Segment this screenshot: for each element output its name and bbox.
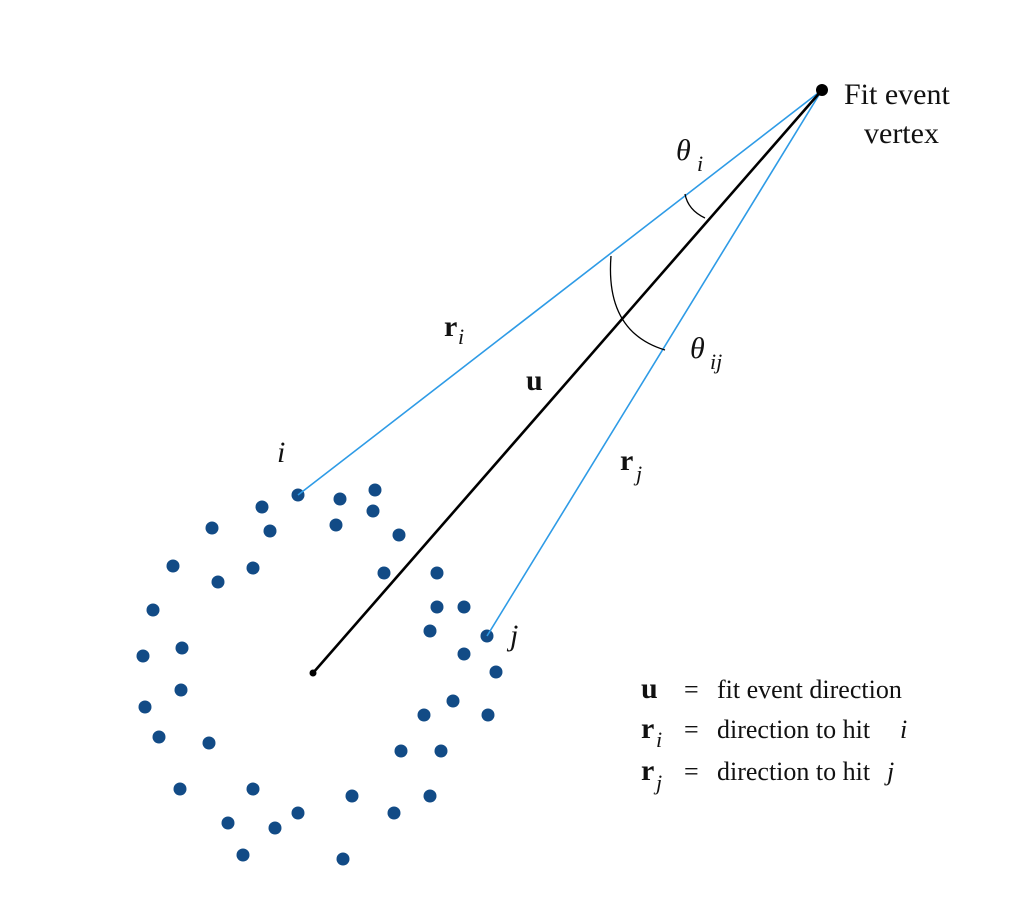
hit-dot bbox=[152, 730, 166, 744]
ray-j-symbol: r bbox=[620, 444, 633, 477]
hit-dot bbox=[246, 561, 260, 575]
hit-dot bbox=[221, 816, 235, 830]
hit-dot bbox=[489, 665, 503, 679]
angle-i-symbol: θ bbox=[676, 134, 691, 167]
legend-ri-var: i bbox=[900, 715, 907, 744]
hit-dot bbox=[211, 575, 225, 589]
ray-i-symbol: r bbox=[444, 310, 457, 343]
hit-j-label: j bbox=[506, 619, 518, 652]
vertex-label-line2: vertex bbox=[864, 117, 939, 150]
legend-u-symbol: u bbox=[641, 672, 658, 705]
angle-ij-arc bbox=[609, 255, 666, 351]
hit-dot bbox=[394, 744, 408, 758]
legend-rj-symbol: r bbox=[641, 754, 654, 787]
ray-j-line bbox=[486, 89, 823, 637]
hit-dot bbox=[175, 641, 189, 655]
ray-j-subscript: j bbox=[633, 461, 642, 486]
legend-rj-eq: = bbox=[684, 757, 699, 786]
hit-dot bbox=[423, 789, 437, 803]
hit-dot bbox=[173, 782, 187, 796]
hit-dot bbox=[392, 528, 406, 542]
hit-dot bbox=[146, 603, 160, 617]
legend-u-text: fit event direction bbox=[717, 675, 902, 704]
hit-dot bbox=[255, 500, 269, 514]
hit-dot bbox=[202, 736, 216, 750]
vertex-label-line1: Fit event bbox=[844, 78, 950, 111]
hit-dot bbox=[166, 559, 180, 573]
hit-dot bbox=[423, 624, 437, 638]
direction-u-label: u bbox=[526, 364, 543, 397]
hit-dot bbox=[430, 600, 444, 614]
hit-dot bbox=[136, 649, 150, 663]
hit-dot bbox=[345, 789, 359, 803]
angle-i-arc bbox=[684, 193, 706, 219]
hit-dot bbox=[434, 744, 448, 758]
hit-dot bbox=[329, 518, 343, 532]
hit-dot bbox=[246, 782, 260, 796]
ring-center-point bbox=[309, 669, 317, 677]
legend-ri-eq: = bbox=[684, 715, 699, 744]
legend-ri-symbol: r bbox=[641, 712, 654, 745]
ray-i-subscript: i bbox=[458, 324, 464, 349]
hit-dot bbox=[366, 504, 380, 518]
hit-dot bbox=[174, 683, 188, 697]
legend-rj-subscript: j bbox=[653, 770, 662, 795]
hit-dot bbox=[481, 708, 495, 722]
legend-rj-text: direction to hit bbox=[717, 757, 871, 786]
hit-i-label: i bbox=[277, 436, 285, 469]
hit-dot bbox=[368, 483, 382, 497]
hit-dot bbox=[236, 848, 250, 862]
angle-ij-symbol: θ bbox=[690, 332, 705, 365]
hit-dot bbox=[457, 600, 471, 614]
hit-dot bbox=[430, 566, 444, 580]
hit-dot bbox=[377, 566, 391, 580]
hit-dot bbox=[446, 694, 460, 708]
pmt-hit-ring bbox=[136, 483, 503, 866]
hit-dot bbox=[387, 806, 401, 820]
direction-u-line bbox=[312, 89, 823, 674]
legend-u-eq: = bbox=[684, 675, 699, 704]
legend: u = fit event direction r i = direction … bbox=[641, 672, 907, 795]
angle-i-subscript: i bbox=[697, 151, 703, 176]
hit-dot bbox=[263, 524, 277, 538]
hit-dot bbox=[268, 821, 282, 835]
legend-ri-text: direction to hit bbox=[717, 715, 871, 744]
hit-dot bbox=[205, 521, 219, 535]
vertex-point bbox=[816, 84, 828, 96]
hit-dot bbox=[417, 708, 431, 722]
hit-dot bbox=[138, 700, 152, 714]
legend-ri-subscript: i bbox=[656, 727, 662, 752]
ray-i-line bbox=[297, 89, 823, 496]
hit-dot bbox=[457, 647, 471, 661]
angle-ij-subscript: ij bbox=[710, 349, 722, 374]
legend-rj-var: j bbox=[884, 757, 894, 786]
hit-dot bbox=[333, 492, 347, 506]
hit-dot bbox=[336, 852, 350, 866]
hit-dot bbox=[291, 806, 305, 820]
